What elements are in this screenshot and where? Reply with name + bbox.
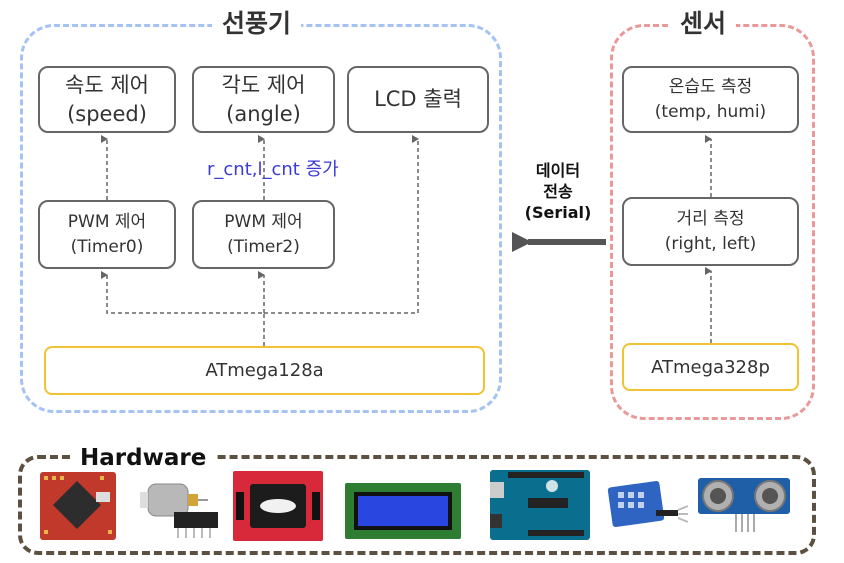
distance-box: 거리 측정 (right, left)	[622, 197, 799, 266]
atmega328p-box: ATmega328p	[622, 343, 799, 391]
pwm-timer0-box: PWM 제어 (Timer0)	[38, 200, 176, 269]
pwm-timer2-box: PWM 제어 (Timer2)	[192, 200, 335, 269]
speed-control-sub: (speed)	[67, 101, 147, 126]
counter-note: r_cnt,l_cnt 증가	[207, 159, 339, 180]
speed-control-title: 속도 제어	[65, 72, 149, 97]
temp-humi-box: 온습도 측정 (temp, humi)	[622, 66, 799, 133]
angle-control-box: 각도 제어 (angle)	[192, 66, 335, 133]
dht-sensor-image	[607, 480, 689, 528]
temp-humi-title: 온습도 측정	[668, 76, 753, 97]
pwm-timer0-sub: (Timer0)	[70, 236, 144, 257]
arrow-mcu-to-lcd	[264, 135, 419, 314]
arrow-mcu-to-pwm0	[101, 271, 265, 346]
pwm-timer2-sub: (Timer2)	[227, 236, 300, 257]
lcd-output-box: LCD 출력	[347, 66, 489, 133]
atmega128a-box: ATmega128a	[44, 346, 485, 395]
fan-group-title: 선풍기	[212, 8, 302, 40]
arduino-uno-image	[490, 470, 590, 540]
pwm-timer2-title: PWM 제어	[224, 211, 303, 232]
serial-line3: (Serial)	[524, 203, 592, 222]
serial-line2: 전송	[543, 182, 573, 201]
dc-motor-image	[140, 483, 208, 517]
serial-line1: 데이터	[535, 161, 581, 180]
hardware-group	[18, 455, 816, 555]
lcd-output-title: LCD 출력	[374, 87, 462, 111]
ultrasonic-sensor-image	[698, 478, 790, 532]
ic-chip-image	[174, 512, 218, 538]
angle-control-sub: (angle)	[226, 101, 301, 126]
distance-title: 거리 측정	[676, 208, 745, 229]
temp-humi-sub: (temp, humi)	[654, 101, 767, 122]
speed-control-box: 속도 제어 (speed)	[38, 66, 176, 133]
distance-sub: (right, left)	[664, 233, 757, 254]
lcd-module-image	[345, 483, 461, 539]
mcu-board-image	[40, 472, 116, 540]
angle-control-title: 각도 제어	[221, 72, 306, 97]
servo-module-image	[233, 471, 323, 541]
sensor-group-title: 센서	[670, 8, 737, 40]
hardware-group-title: Hardware	[70, 444, 217, 472]
pwm-timer0-title: PWM 제어	[67, 211, 147, 232]
serial-label: 데이터 전송 (Serial)	[513, 160, 603, 223]
